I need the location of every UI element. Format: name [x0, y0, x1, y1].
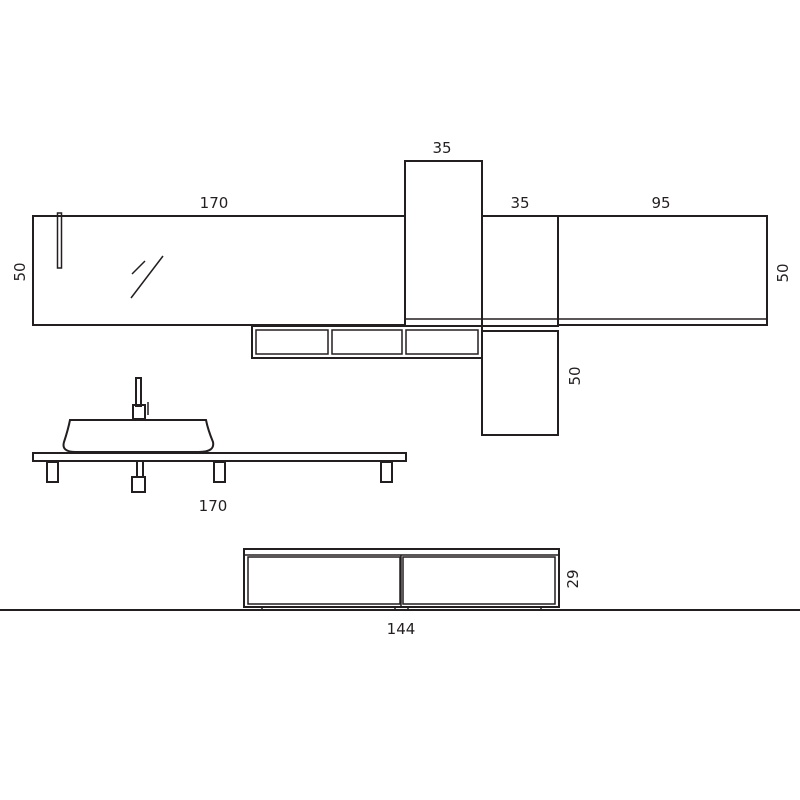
mirror-height-label: 50 [11, 262, 29, 281]
base-drawer-unit [243, 548, 560, 610]
tall-wall-unit [404, 160, 483, 327]
lower-wall-unit [481, 330, 559, 436]
middle-wall-unit [481, 215, 559, 327]
drain-trap [131, 476, 146, 493]
countertop-leg [46, 461, 59, 483]
countertop-with-basin [32, 377, 407, 493]
basin [62, 419, 215, 453]
middle-unit-width-label: 35 [510, 194, 529, 212]
right-wall-cabinet [557, 215, 768, 326]
tall-unit-width-label: 35 [432, 139, 451, 157]
faucet-body [132, 404, 146, 420]
drawer-front [247, 556, 401, 605]
mirror-reflection-short [131, 260, 146, 275]
countertop-width-label: 170 [199, 497, 228, 515]
countertop-leg [380, 461, 393, 483]
mirror-width-label: 170 [200, 194, 229, 212]
base-unit-height-label: 29 [564, 569, 582, 588]
right-cabinet-width-label: 95 [651, 194, 670, 212]
mirror-reflection-long [130, 255, 164, 299]
countertop-leg [213, 461, 226, 483]
lower-unit-height-label: 50 [566, 366, 584, 385]
base-unit-width-label: 144 [387, 620, 416, 638]
faucet-spout [135, 377, 142, 407]
mirror-light-bar [56, 212, 63, 269]
mirror-panel [32, 212, 406, 326]
open-shelf-unit [251, 325, 483, 359]
right-cabinet-height-label: 50 [774, 263, 792, 282]
drawer-front [402, 556, 556, 605]
countertop [32, 452, 407, 462]
